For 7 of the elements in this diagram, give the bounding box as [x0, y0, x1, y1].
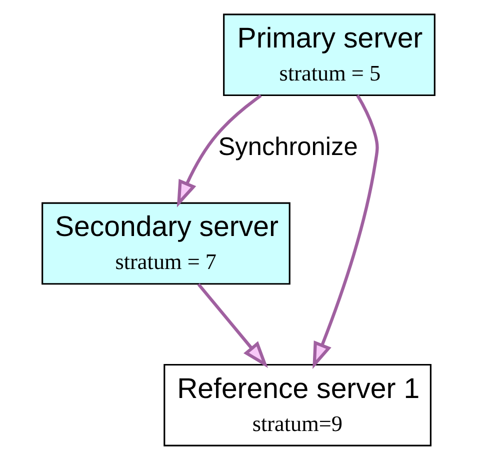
arrow — [176, 94, 262, 208]
edge-label: Synchronize — [218, 133, 358, 162]
node-box: Reference server 1 stratum=9 — [164, 364, 432, 446]
arrow — [312, 94, 379, 370]
node-box: Primary server stratum = 5 — [223, 14, 436, 96]
node-box: Secondary server stratum = 7 — [42, 202, 290, 285]
arrow — [197, 283, 268, 368]
